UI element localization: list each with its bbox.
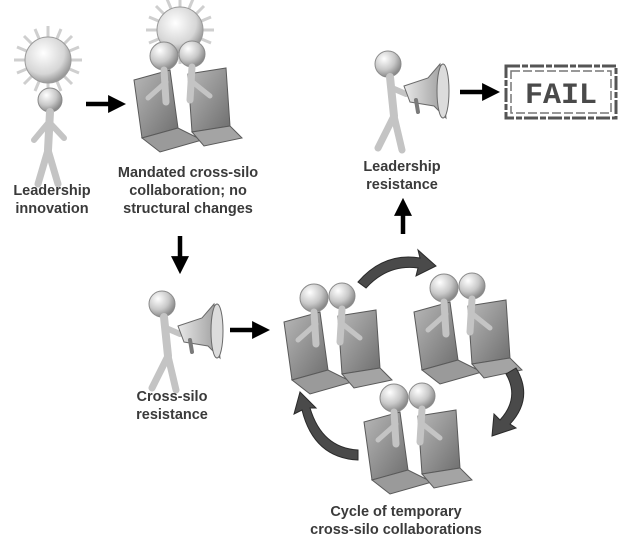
laptop-icon (364, 383, 472, 494)
cycle-arrow-left (293, 391, 359, 461)
label-line: Mandated cross-silo (117, 165, 259, 181)
megaphone-icon (375, 51, 449, 150)
label-leadership-innovation: Leadership innovation (6, 182, 98, 218)
label-line: resistance (136, 407, 208, 423)
label-cycle-collaborations: Cycle of temporary cross-silo collaborat… (296, 503, 496, 539)
label-line: structural changes (123, 201, 253, 217)
label-cross-silo-resistance: Cross-silo resistance (124, 388, 220, 424)
label-line: Leadership (363, 159, 441, 175)
cycle-arrow-right (491, 367, 525, 437)
mandated-collaboration-figure (134, 0, 242, 152)
stick-figure-icon (34, 88, 64, 184)
label-line: cross-silo collaborations (310, 522, 482, 538)
label-line: Cycle of temporary (330, 504, 462, 520)
label-line: Cross-silo (136, 389, 208, 405)
laptop-icon (414, 273, 522, 384)
fail-stamp-text: FAIL (525, 79, 597, 113)
megaphone-icon (149, 291, 223, 390)
sun-icon (12, 24, 84, 96)
label-mandated-collaboration: Mandated cross-silo collaboration; no st… (100, 164, 276, 218)
label-line: resistance (366, 177, 438, 193)
cycle-arrow-top (357, 248, 437, 289)
leadership-innovation-figure (12, 24, 84, 184)
laptop-icon (284, 283, 392, 394)
fail-stamp-icon: FAIL (504, 64, 618, 120)
label-leadership-resistance: Leadership resistance (352, 158, 452, 194)
laptop-icon (134, 41, 242, 152)
label-line: Leadership (13, 183, 91, 199)
label-line: collaboration; no (129, 183, 247, 199)
label-line: innovation (15, 201, 89, 217)
